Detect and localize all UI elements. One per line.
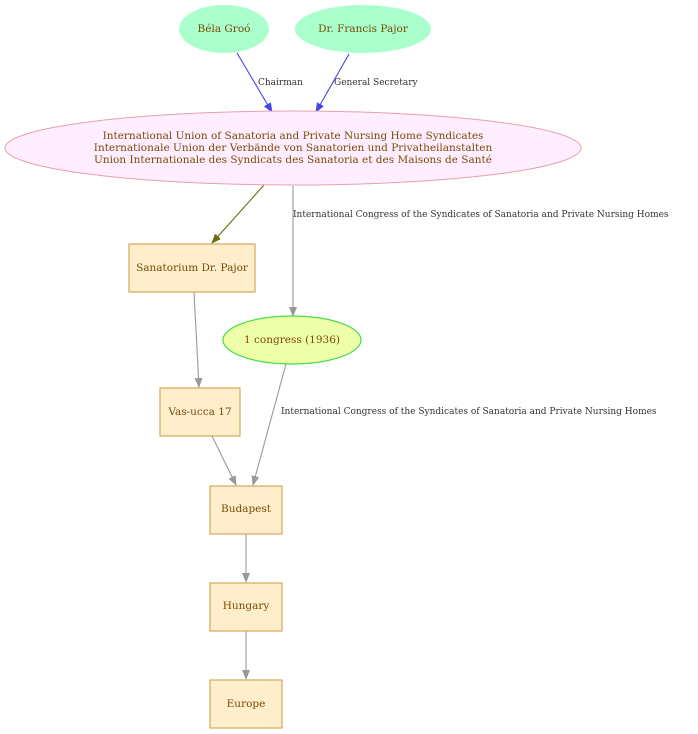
edge-chairman — [236, 52, 273, 113]
node-europe[interactable]: Europe — [209, 679, 283, 729]
node-label-budapest: Budapest — [221, 503, 272, 515]
node-bela-groo[interactable]: Béla Groó — [179, 5, 269, 53]
node-sanatorium[interactable]: Sanatorium Dr. Pajor — [128, 243, 256, 293]
node-label-europe: Europe — [227, 698, 266, 710]
edge-sanatorium-vasucca — [193, 291, 203, 388]
edge-general-secretary — [315, 53, 350, 113]
edge-label-congress-1: International Congress of the Syndicates… — [293, 210, 669, 220]
edge-label-congress-2: International Congress of the Syndicates… — [281, 407, 657, 417]
edge-union-sanatorium — [211, 184, 265, 244]
node-francis-pajor[interactable]: Dr. Francis Pajor — [295, 5, 431, 53]
node-budapest[interactable]: Budapest — [209, 485, 283, 535]
node-label-union-de: Internationale Union der Verbände von Sa… — [94, 142, 493, 154]
edge-label-general-secretary: General Secretary — [334, 78, 418, 88]
nodes: Béla Groó Dr. Francis Pajor Internationa… — [4, 5, 582, 729]
edge-vasucca-budapest — [211, 435, 237, 486]
edge-congress-budapest — [251, 363, 287, 486]
node-label-francis-pajor: Dr. Francis Pajor — [318, 23, 409, 35]
node-label-congress: 1 congress (1936) — [244, 334, 340, 346]
node-label-vas-ucca: Vas-ucca 17 — [167, 406, 231, 418]
node-label-sanatorium: Sanatorium Dr. Pajor — [136, 262, 249, 274]
edge-label-chairman: Chairman — [258, 78, 303, 88]
node-union[interactable]: International Union of Sanatoria and Pri… — [4, 110, 582, 186]
node-label-bela-groo: Béla Groó — [198, 23, 251, 35]
node-label-union-fr: Union Internationale des Syndicats des S… — [94, 154, 492, 166]
edges: Chairman General Secretary International… — [193, 52, 669, 680]
node-vas-ucca[interactable]: Vas-ucca 17 — [159, 387, 241, 437]
node-hungary[interactable]: Hungary — [209, 582, 283, 632]
node-congress[interactable]: 1 congress (1936) — [222, 315, 362, 365]
node-label-union-en: International Union of Sanatoria and Pri… — [103, 130, 484, 142]
node-label-hungary: Hungary — [223, 600, 270, 612]
